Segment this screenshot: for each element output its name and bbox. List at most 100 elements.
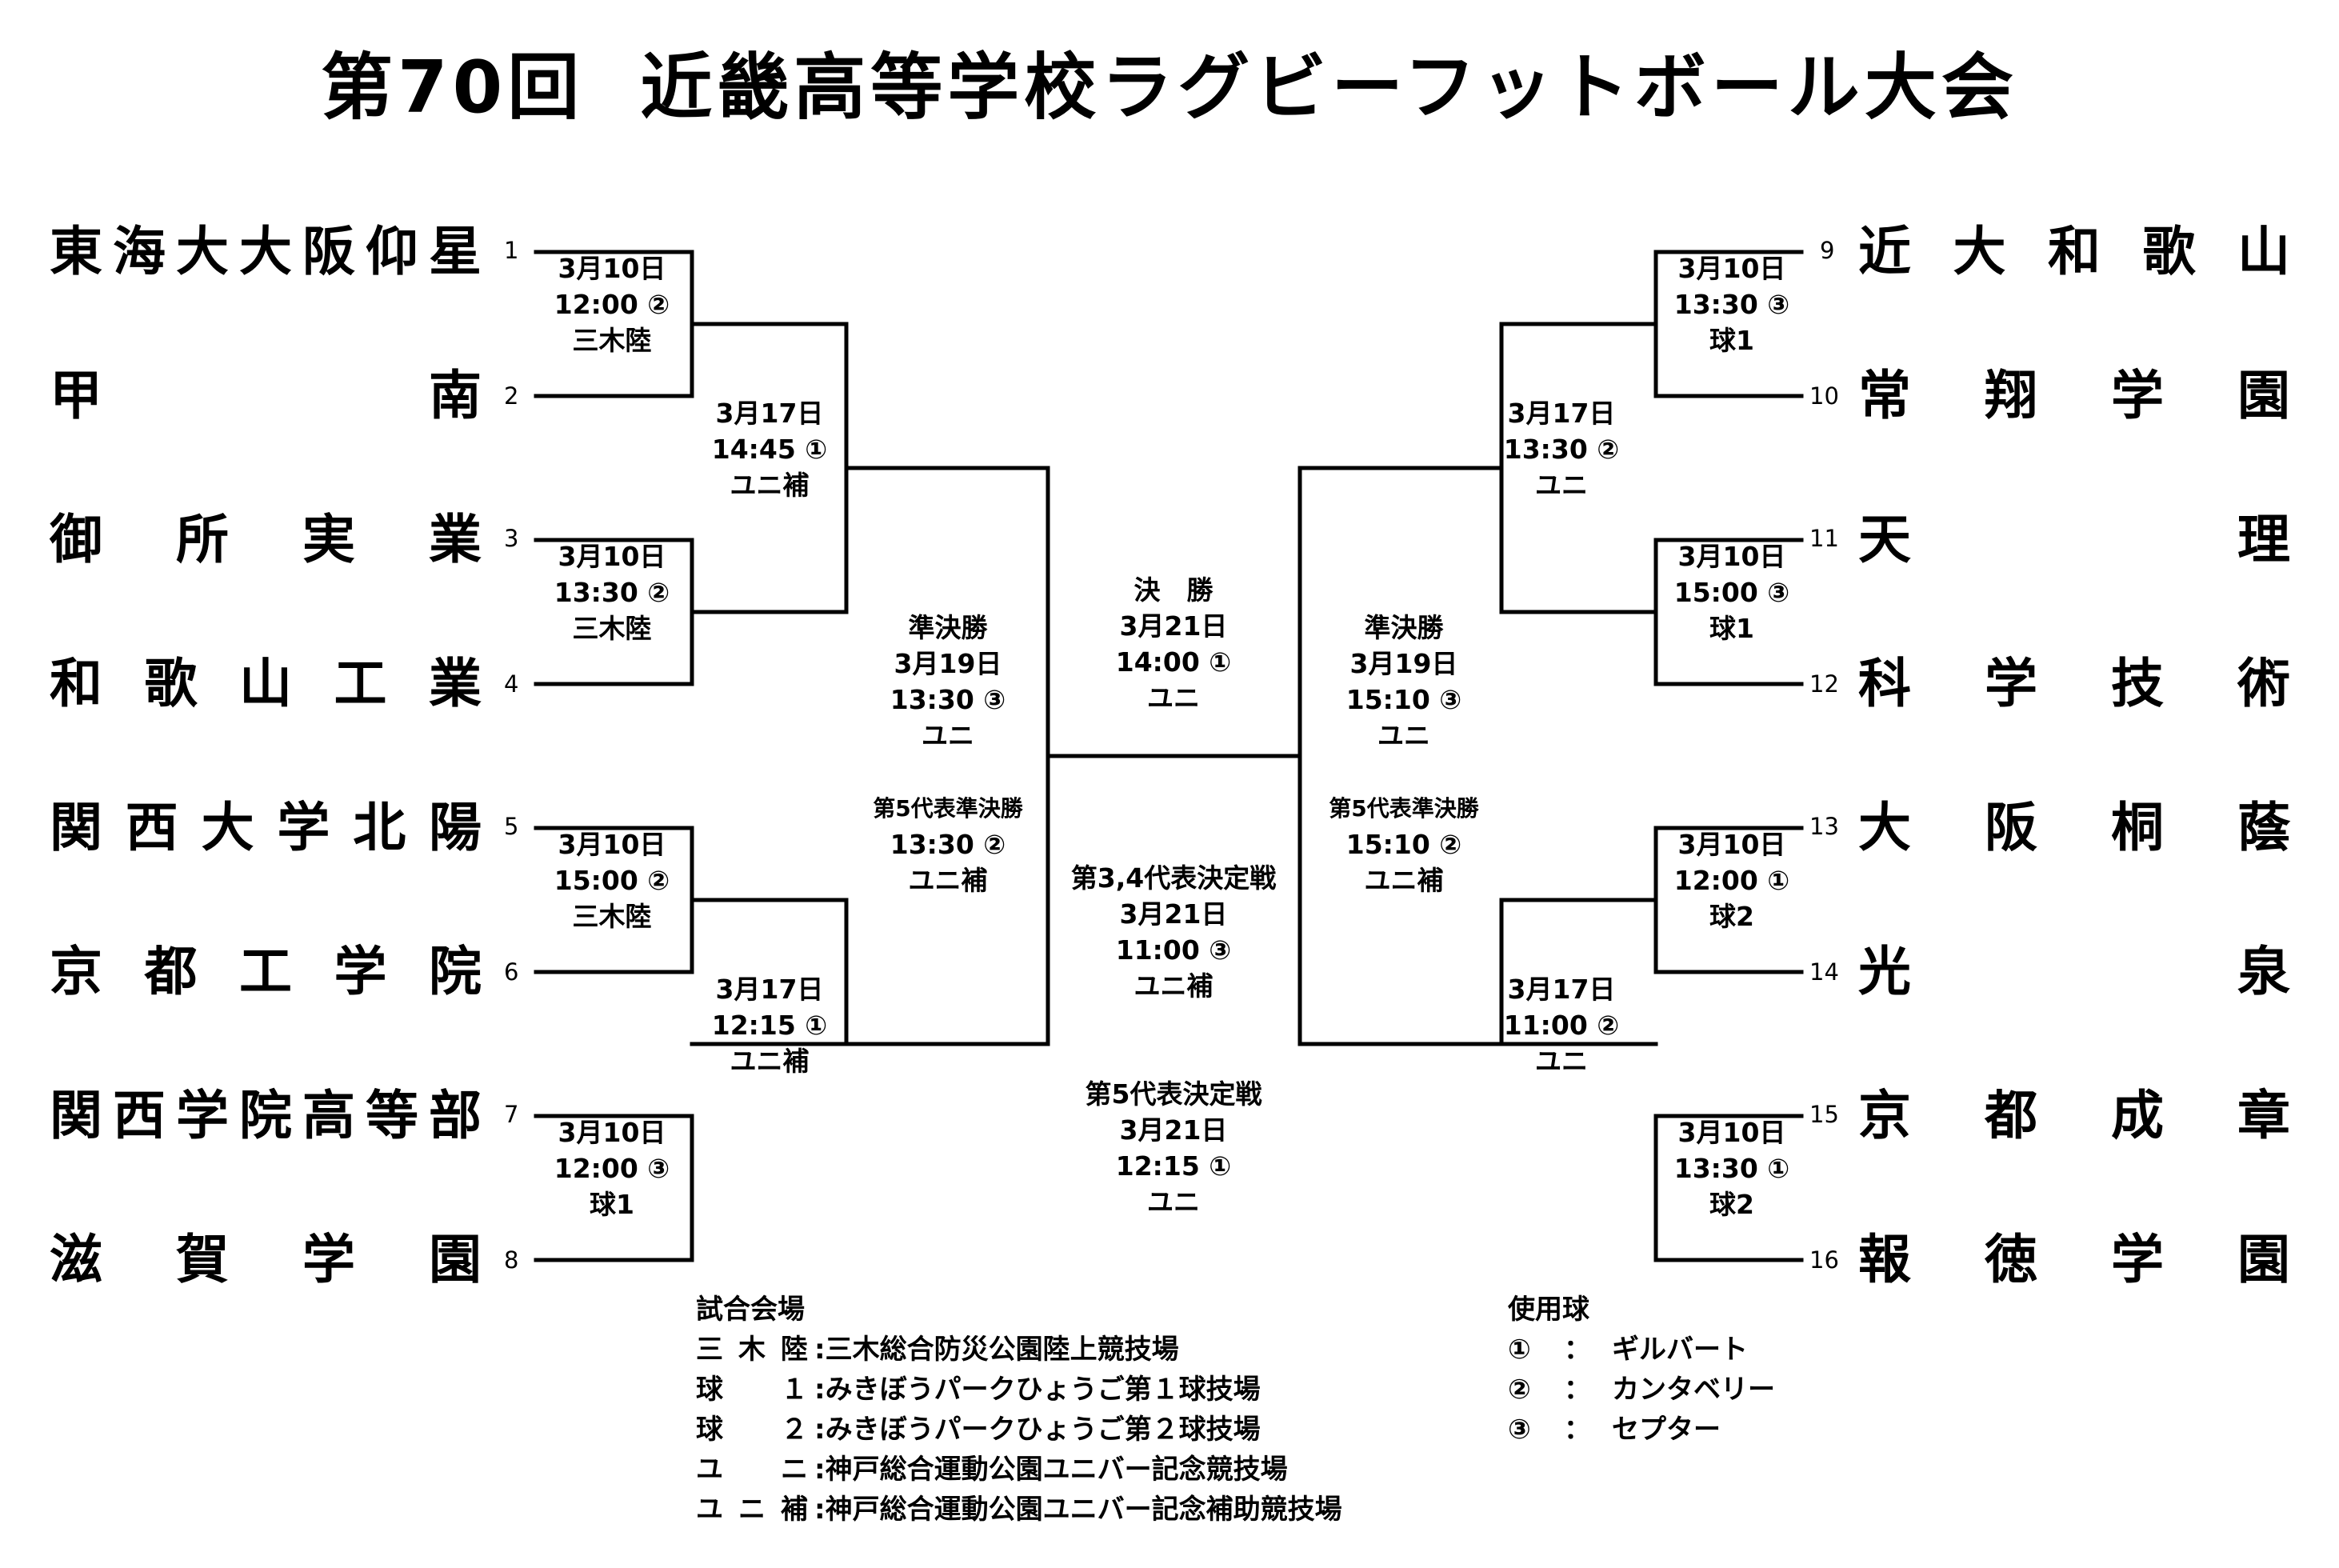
team-right-9: 近大和歌山 bbox=[1858, 220, 2290, 284]
team-name-char: 大 bbox=[1858, 797, 1911, 858]
team-name-char: 山 bbox=[239, 653, 292, 714]
team-name-char: 賀 bbox=[176, 1229, 229, 1290]
team-name-char: 大 bbox=[239, 221, 292, 282]
team-left-5: 関西大学北陽 bbox=[50, 796, 482, 860]
team-name-char: 工 bbox=[334, 653, 387, 714]
team-name-char: 天 bbox=[1858, 509, 1911, 570]
team-name-char: 星 bbox=[429, 221, 482, 282]
team-name-char: 学 bbox=[277, 797, 330, 858]
bracket-line-sf-r bbox=[1297, 466, 1504, 1046]
team-left-3: 御所実業 bbox=[50, 508, 482, 572]
team-name-char: 陽 bbox=[428, 797, 482, 858]
seed-left-3: 3 bbox=[504, 525, 519, 552]
team-name-char: 関 bbox=[50, 1085, 102, 1146]
team-name-char: 園 bbox=[2237, 1229, 2290, 1290]
team-right-11: 天理 bbox=[1858, 508, 2290, 572]
team-name-char: 等 bbox=[366, 1085, 418, 1146]
seed-left-7: 7 bbox=[504, 1101, 519, 1128]
ball-row: ②：カンタベリー bbox=[1508, 1374, 1775, 1406]
team-name-char: 工 bbox=[239, 941, 292, 1002]
ball-row: ③：セプター bbox=[1508, 1414, 1721, 1446]
team-name-char: 西 bbox=[113, 1085, 166, 1146]
team-name-char: 桐 bbox=[2111, 797, 2164, 858]
team-left-4: 和歌山工業 bbox=[50, 652, 482, 716]
team-name-char: 甲 bbox=[50, 365, 102, 426]
team-name-char: 都 bbox=[1985, 1085, 2037, 1146]
seed-left-5: 5 bbox=[504, 813, 519, 840]
team-right-15: 京都成章 bbox=[1858, 1084, 2290, 1148]
seed-right-15: 15 bbox=[1809, 1101, 1839, 1128]
team-name-char: 大 bbox=[1953, 221, 2006, 282]
venue-row: 三木陸:三木総合防災公園陸上競技場 bbox=[696, 1334, 1179, 1366]
team-name-char: 京 bbox=[50, 941, 102, 1002]
team-name-char: 学 bbox=[176, 1085, 229, 1146]
team-name-char: 和 bbox=[50, 653, 102, 714]
team-left-2: 甲南 bbox=[50, 364, 482, 428]
team-name-char: 学 bbox=[334, 941, 387, 1002]
team-left-1: 東海大大阪仰星 bbox=[50, 220, 482, 284]
team-name-char: 業 bbox=[429, 653, 482, 714]
team-name-char: 技 bbox=[2111, 653, 2164, 714]
ball-legend-heading: 使用球 bbox=[1508, 1294, 1589, 1326]
team-name-char: 西 bbox=[125, 797, 178, 858]
team-name-char: 大 bbox=[201, 797, 254, 858]
team-name-char: 成 bbox=[2111, 1085, 2164, 1146]
team-name-char: 術 bbox=[2237, 653, 2290, 714]
seed-right-13: 13 bbox=[1809, 813, 1839, 840]
team-name-char: 東 bbox=[50, 221, 102, 282]
venue-row: ユ ニ:神戸総合運動公園ユニバー記念競技場 bbox=[696, 1454, 1288, 1486]
team-name-char: 実 bbox=[302, 509, 355, 570]
team-name-char: 京 bbox=[1858, 1085, 1911, 1146]
venue-row: ユニ補:神戸総合運動公園ユニバー記念補助競技場 bbox=[696, 1494, 1342, 1526]
team-name-char: 南 bbox=[429, 365, 482, 426]
team-name-char: 高 bbox=[302, 1085, 355, 1146]
seed-right-9: 9 bbox=[1820, 237, 1835, 264]
bracket-line-r1-r4 bbox=[1653, 1114, 1804, 1262]
team-name-char: 滋 bbox=[50, 1229, 102, 1290]
team-name-char: 章 bbox=[2237, 1085, 2290, 1146]
team-name-char: 所 bbox=[176, 509, 229, 570]
team-name-char: 報 bbox=[1858, 1229, 1911, 1290]
team-name-char: 学 bbox=[2111, 1229, 2164, 1290]
team-name-char: 御 bbox=[50, 509, 102, 570]
team-left-6: 京都工学院 bbox=[50, 940, 482, 1004]
team-name-char: 歌 bbox=[2142, 221, 2196, 282]
team-name-char: 園 bbox=[429, 1229, 482, 1290]
team-name-char: 業 bbox=[429, 509, 482, 570]
seed-left-4: 4 bbox=[504, 670, 519, 698]
team-right-16: 報徳学園 bbox=[1858, 1228, 2290, 1292]
team-name-char: 蔭 bbox=[2237, 797, 2290, 858]
seed-left-6: 6 bbox=[504, 958, 519, 986]
team-name-char: 阪 bbox=[1985, 797, 2037, 858]
team-name-char: 和 bbox=[2048, 221, 2101, 282]
team-name-char: 仰 bbox=[366, 221, 418, 282]
seed-right-16: 16 bbox=[1809, 1246, 1839, 1274]
team-name-char: 園 bbox=[2237, 365, 2290, 426]
venue-row: 球 １:みきぼうパークひょうご第１球技場 bbox=[696, 1374, 1261, 1406]
team-name-char: 海 bbox=[113, 221, 166, 282]
bracket-line-sf-l bbox=[844, 466, 1050, 1046]
team-name-char: 関 bbox=[50, 797, 102, 858]
seed-left-1: 1 bbox=[504, 237, 519, 264]
team-name-char: 光 bbox=[1858, 941, 1911, 1002]
seed-right-14: 14 bbox=[1809, 958, 1839, 986]
team-name-char: 科 bbox=[1858, 653, 1911, 714]
team-name-char: 都 bbox=[144, 941, 198, 1002]
team-left-7: 関西学院高等部 bbox=[50, 1084, 482, 1148]
venue-legend-heading: 試合会場 bbox=[696, 1294, 805, 1326]
